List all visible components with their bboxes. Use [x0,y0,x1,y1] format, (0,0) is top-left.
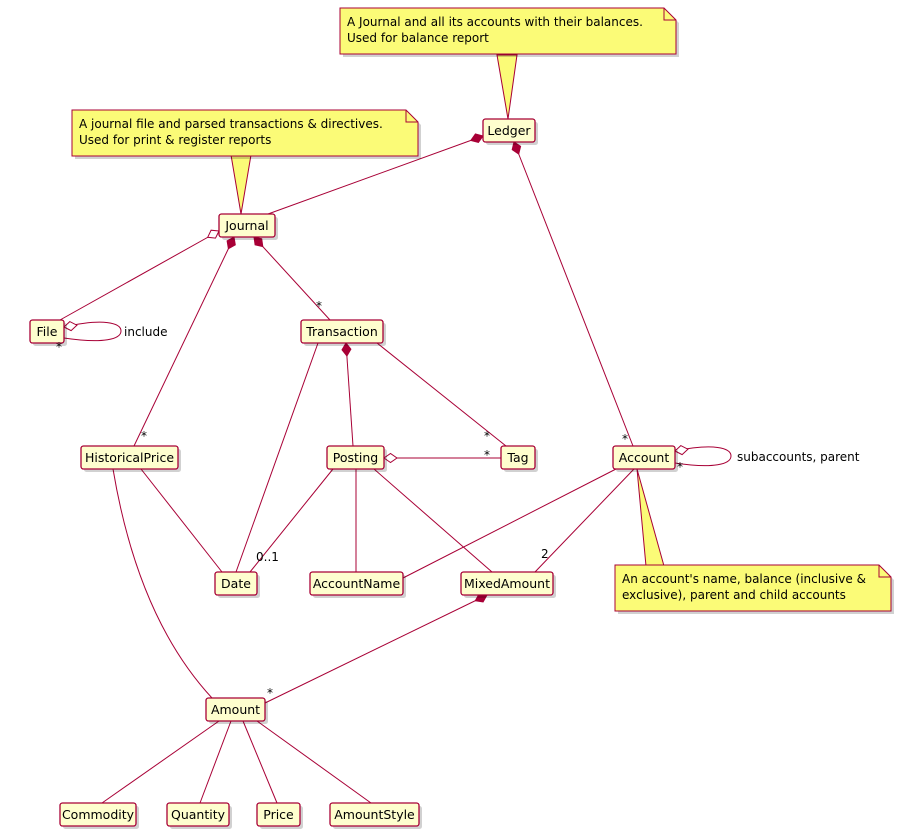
class-transaction-label: Transaction [305,324,378,339]
class-amount-label: Amount [211,702,260,717]
edge-file-include-loop-diamond [63,320,78,332]
edge-account-subaccounts-loop-diamond [674,444,689,456]
edge-posting-mixedamount [373,468,493,573]
edge-account-accountname [402,468,617,579]
edge-label: * [484,429,490,443]
edge-transaction-posting-diamond [341,342,352,357]
edge-label: include [124,325,167,339]
class-accountname [309,571,404,596]
edge-account-subaccounts-loop [674,446,732,467]
note-ledger-text-line: A Journal and all its accounts with thei… [347,15,643,29]
class-tag [500,445,536,470]
edge-label: * [267,686,273,700]
edge-label: * [56,340,62,354]
class-date-label: Date [221,576,251,591]
edge-historicalprice-amount [112,468,213,699]
note-account-text-line: An account's name, balance (inclusive & [622,572,866,586]
class-price [256,802,301,827]
note-account-pointer [636,468,665,567]
edge-account-mixedamount [534,468,635,573]
class-amountstyle-label: AmountStyle [334,807,415,822]
class-journal-label: Journal [224,218,268,233]
edge-ledger-journal-diamond [469,133,484,143]
note-ledger-text-line: Used for balance report [347,31,489,45]
note-ledger-fold-icon [663,8,676,21]
class-ledger-label: Ledger [487,123,531,138]
edge-transaction-date [235,342,319,573]
class-quantity-label: Quantity [171,807,226,822]
note-journal-text-line: A journal file and parsed transactions &… [79,117,383,131]
class-mixedamount [460,571,554,596]
edge-ledger-account [513,141,634,447]
class-historicalprice-label: HistoricalPrice [85,450,174,465]
edge-journal-transaction [253,236,331,321]
edge-posting-tag-diamond [383,452,398,464]
edge-amount-commodity [101,720,220,804]
class-amountstyle [329,802,420,827]
edge-transaction-posting [345,342,354,447]
note-account-text-line: exclusive), parent and child accounts [622,588,846,602]
note-journal [71,109,419,157]
edge-posting-date [249,468,334,573]
class-commodity [59,802,137,827]
edge-mixedamount-amount [264,594,488,704]
class-tag-label: Tag [506,450,528,465]
edge-journal-file-diamond [206,229,220,239]
note-account-fold-icon [878,565,891,578]
class-posting-label: Posting [333,450,378,465]
class-file [29,319,65,344]
class-file-label: File [37,324,58,339]
edge-journal-historicalprice-diamond [226,236,236,250]
class-transaction [300,319,384,344]
edge-label: * [622,432,628,446]
edge-label: * [677,460,683,474]
note-journal-text-line: Used for print & register reports [79,133,271,147]
note-ledger-pointer [496,54,518,120]
edge-amount-price [242,720,278,804]
class-posting [326,445,385,470]
edge-label: 0..1 [256,550,279,564]
class-account [612,445,676,470]
edge-ledger-account-diamond [511,141,522,155]
edge-label: subaccounts, parent [737,450,860,464]
class-price-label: Price [263,807,294,822]
edge-label: * [484,448,490,462]
note-journal-fold-icon [405,110,418,123]
class-date [214,571,258,596]
edge-label: * [141,429,147,443]
class-quantity [166,802,230,827]
class-commodity-label: Commodity [62,807,135,822]
edge-ledger-journal [267,135,484,215]
class-mixedamount-label: MixedAmount [464,576,550,591]
edge-amount-amountstyle [256,720,372,804]
note-account [614,564,892,612]
edge-transaction-tag [376,342,507,447]
class-historicalprice [80,445,179,470]
edge-file-include-loop [63,321,122,342]
edge-journal-file [59,230,220,321]
edge-label: * [316,299,322,313]
class-accountname-label: AccountName [313,576,401,591]
class-journal [218,213,276,238]
edge-historicalprice-date [140,468,223,573]
edge-amount-quantity [199,720,232,804]
class-amount [205,697,266,722]
edge-label: 2 [541,547,549,561]
edge-journal-transaction-diamond [253,236,264,248]
class-ledger [482,118,536,143]
note-ledger [339,7,677,55]
edge-journal-historicalprice [133,236,235,447]
note-journal-pointer [230,154,252,215]
class-account-label: Account [619,450,670,465]
